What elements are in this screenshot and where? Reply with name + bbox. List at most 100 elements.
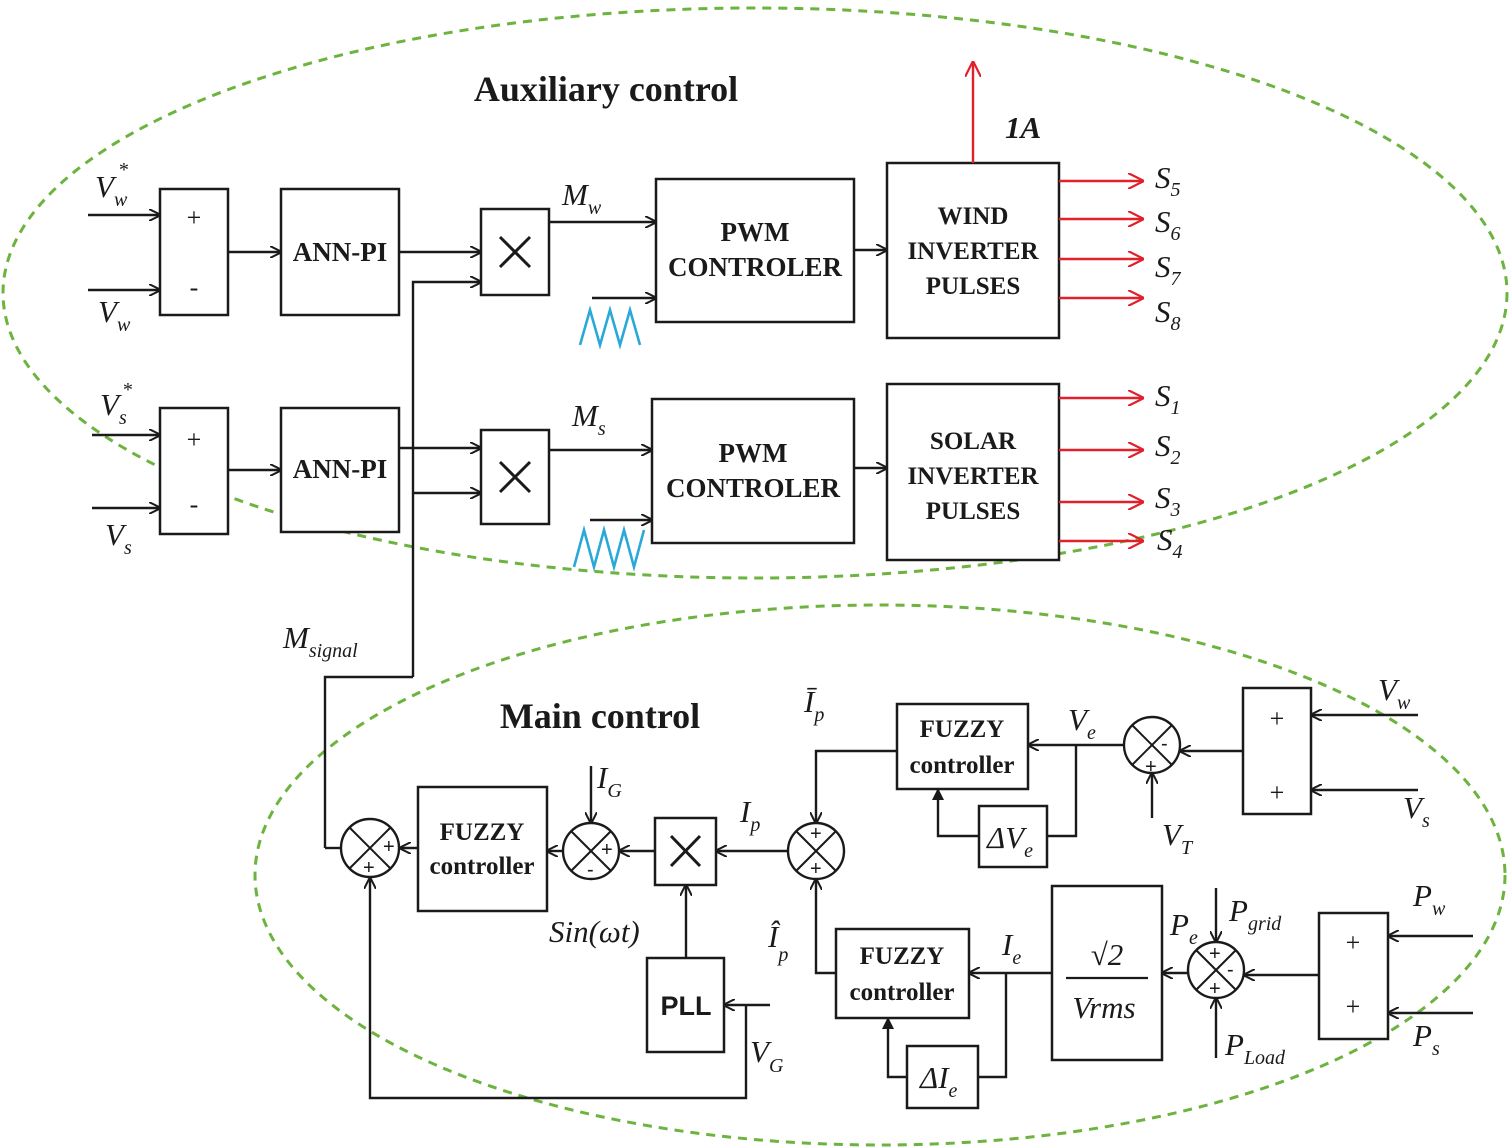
delta-ie-label: ΔIe [918, 1060, 958, 1102]
ip-hat-label: Îp [767, 919, 788, 966]
fuzzy-controller-1 [416, 785, 549, 913]
s8-label: S8 [1155, 294, 1181, 335]
msignal-bus-main [323, 675, 413, 848]
svg-text:+: + [810, 823, 822, 845]
wind-pwm-line1: PWM [721, 217, 790, 247]
wind-inv-line3: PULSES [926, 273, 1020, 300]
msignal-bus-wind [411, 282, 481, 677]
msignal-summing-junction: + + [339, 817, 401, 879]
solar-ann-pi-block [279, 406, 401, 534]
pgrid-label: Pgrid [1228, 893, 1282, 935]
svg-text:*: * [122, 379, 132, 401]
delta-ve-label: ΔVe [985, 820, 1033, 862]
ip-bar-label: Īp [803, 684, 824, 726]
ip-bar-wire [816, 749, 897, 823]
ip-summing-junction: + + [786, 821, 846, 881]
wind-inv-line1: WIND [938, 203, 1009, 230]
auxiliary-control-region [1, 6, 1509, 580]
vt-summing-junction: - + [1122, 715, 1182, 778]
auxiliary-control-title: Auxiliary control [474, 69, 738, 109]
ig-summing-junction: + - [561, 821, 621, 881]
svg-text:Vw: Vw [95, 169, 128, 211]
ip-label: Ip [739, 794, 760, 836]
vw-ref-label: Vw * [95, 159, 128, 211]
vw-label: Vw [98, 294, 131, 336]
fuzzy1-line1: FUZZY [440, 819, 525, 846]
power-sum-plus-2: + [1346, 992, 1361, 1021]
svg-text:+: + [1145, 756, 1157, 778]
sqrt2-over-vrms-block [1050, 884, 1164, 1062]
main-multiply-icon [669, 834, 702, 868]
pe-label: Pe [1169, 907, 1198, 949]
ps-label: Ps [1412, 1018, 1440, 1060]
pll-label: PLL [661, 991, 712, 1021]
solar-inverter-pulses-block [885, 382, 1061, 562]
vrms-label: Vrms [1072, 990, 1135, 1025]
ve-label: Ve [1068, 702, 1096, 744]
svg-text:*: * [118, 159, 128, 181]
solar-pwm-line2: CONTROLER [666, 473, 841, 503]
wind-sum-plus: + [187, 203, 202, 232]
wind-ann-pi-label: ANN-PI [293, 237, 388, 267]
vw-main-label: Vw [1378, 672, 1411, 714]
svg-text:+: + [383, 836, 395, 858]
fuzzy-controller-ie [834, 927, 971, 1020]
solar-ann-pi-label: ANN-PI [293, 454, 388, 484]
fuzzy-ie-line2: controller [849, 979, 954, 1006]
s1-label: S1 [1155, 378, 1181, 419]
s5-label: S5 [1155, 160, 1181, 201]
main-control-title: Main control [500, 696, 700, 736]
delta-ie-block [905, 1044, 980, 1110]
msignal-label: Msignal [282, 620, 358, 662]
svg-text:-: - [587, 859, 594, 881]
power-sum-block [1317, 911, 1390, 1041]
voltage-sum-plus-1: + [1270, 704, 1285, 733]
vt-label: VT [1162, 817, 1194, 859]
vs-main-label: Vs [1403, 790, 1430, 832]
sin-label: Sin(ωt) [549, 914, 640, 949]
solar-pwm-controller-block [650, 397, 856, 545]
svg-text:+: + [363, 857, 375, 879]
wind-inv-line2: INVERTER [907, 238, 1039, 265]
vg-label: VG [750, 1034, 784, 1077]
solar-sum-minus: - [190, 490, 199, 519]
sqrt2-label: √2 [1091, 937, 1124, 972]
solar-pwm-line1: PWM [719, 438, 788, 468]
ip-hat-wire [816, 879, 836, 975]
vg-feedback-wire [370, 878, 748, 1100]
ms-label: Ms [571, 398, 606, 440]
ia-label: 1A [1005, 110, 1041, 145]
solar-error-sum-block [158, 406, 230, 536]
fuzzy1-line2: controller [429, 853, 534, 880]
s6-label: S6 [1155, 204, 1181, 245]
svg-text:+: + [601, 839, 613, 861]
vs-ref-label: Vs * [100, 379, 132, 429]
svg-text:+: + [1209, 943, 1221, 965]
wind-sum-minus: - [190, 273, 199, 302]
delta-ve-block [977, 804, 1049, 869]
wind-pwm-controller-block [654, 177, 856, 324]
solar-inv-line3: PULSES [926, 498, 1020, 525]
pw-label: Pw [1412, 878, 1446, 920]
vs-label: Vs [105, 517, 132, 559]
mw-label: Mw [561, 177, 602, 219]
fuzzy-ve-line1: FUZZY [920, 716, 1005, 743]
wind-inverter-pulses-block [885, 161, 1061, 340]
s7-label: S7 [1155, 249, 1182, 290]
svg-text:+: + [810, 858, 822, 880]
wind-pwm-line2: CONTROLER [668, 252, 843, 282]
power-sum-plus-1: + [1346, 928, 1361, 957]
s2-label: S2 [1155, 428, 1181, 469]
fuzzy-ve-line2: controller [909, 752, 1014, 779]
fuzzy-ie-line1: FUZZY [860, 943, 945, 970]
power-summing-junction: + - + [1186, 940, 1246, 1000]
svg-text:-: - [1161, 733, 1168, 755]
ig-label: IG [596, 760, 622, 802]
ie-label: Ie [1001, 927, 1021, 969]
solar-carrier-triangle-icon [572, 525, 646, 572]
solar-sum-plus: + [187, 425, 202, 454]
svg-text:Vs: Vs [100, 387, 127, 429]
s3-label: S3 [1155, 480, 1181, 521]
wind-multiply-icon [498, 235, 532, 269]
solar-multiply-icon [498, 460, 532, 494]
